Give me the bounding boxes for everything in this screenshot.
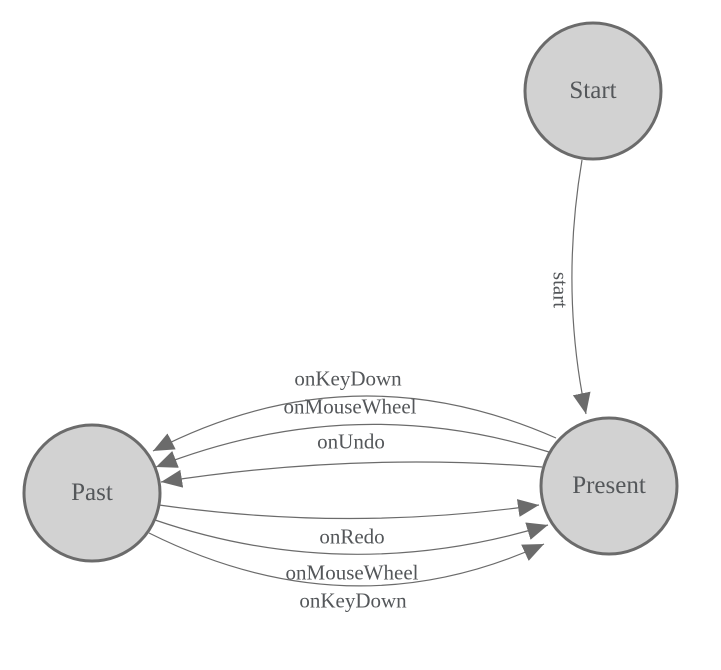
node-start-circle <box>523 21 663 161</box>
node-start-label: Start <box>569 77 617 104</box>
node-present-label: Present <box>572 472 646 499</box>
edge-past-to-present-onmousewheel <box>154 519 549 555</box>
node-past-circle <box>22 423 162 563</box>
edge-past-to-present-onkeydown <box>148 532 545 587</box>
edge-past-to-present-onredo <box>158 499 540 520</box>
edge-present-to-past-onundo <box>160 461 543 488</box>
edge-label-start: start <box>548 271 573 309</box>
edge-present-to-past-onmousewheel <box>155 423 550 468</box>
node-present-circle <box>539 416 679 556</box>
edge-label-onkeydown-top: onKeyDown <box>294 366 402 391</box>
node-past-label: Past <box>71 479 113 506</box>
edge-present-to-past-onkeydown <box>152 395 557 452</box>
edge-start-to-present <box>571 159 591 415</box>
edge-label-onkeydown-bottom: onKeyDown <box>299 588 407 613</box>
edge-label-onredo: onRedo <box>319 524 385 549</box>
edge-label-onundo: onUndo <box>317 429 385 454</box>
edge-label-onmousewheel-bottom: onMouseWheel <box>285 560 419 585</box>
edge-label-onmousewheel-top: onMouseWheel <box>283 394 417 419</box>
